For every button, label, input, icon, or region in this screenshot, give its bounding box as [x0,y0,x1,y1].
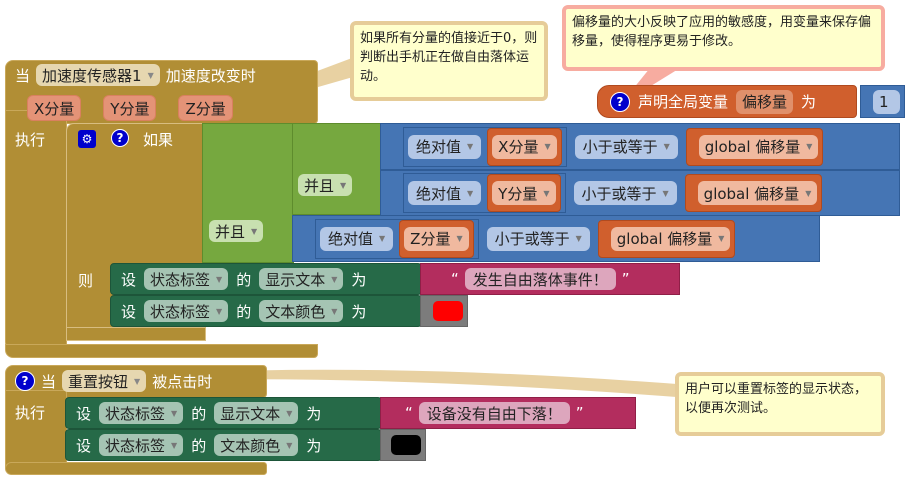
chevron-down-icon: ▼ [340,180,347,190]
then-label: 则 [78,272,94,290]
help-icon[interactable]: ? [610,91,630,112]
compare-op-dropdown[interactable]: 小于或等于▼ [574,134,678,159]
property-dropdown[interactable]: 显示文本▼ [214,402,299,424]
abs-dropdown[interactable]: 绝对值▼ [408,181,482,205]
param-z[interactable]: Z分量 [178,95,233,121]
component-dropdown[interactable]: 加速度传感器1 ▼ [36,64,160,86]
var-z-getter[interactable]: Z分量▼ [404,226,469,251]
set-color-block[interactable]: 设状态标签▼ 的文本颜色▼为 [65,429,382,461]
do-label: 执行 [15,131,46,149]
variable-name-field[interactable]: 偏移量 [736,89,794,114]
if-label: 如果 [143,131,174,149]
component-dropdown[interactable]: 状态标签▼ [99,402,184,424]
number-value[interactable]: 1 [873,90,900,114]
component-dropdown[interactable]: 状态标签▼ [144,268,229,290]
abs-dropdown[interactable]: 绝对值▼ [320,226,394,251]
color-block-red[interactable] [420,295,468,327]
compare-block-y[interactable]: 绝对值▼ Y分量▼ 小于或等于▼ global 偏移量▼ [380,170,900,216]
param-y[interactable]: Y分量 [103,95,157,121]
text-value[interactable]: 发生自由落体事件！ [464,268,616,290]
var-x-getter[interactable]: X分量▼ [492,134,557,159]
when-label: 当 [15,66,31,85]
color-swatch[interactable] [391,435,421,455]
text-block[interactable]: “设备没有自由下落！” [380,397,636,429]
chevron-down-icon: ▼ [251,226,258,236]
and-block-outer[interactable] [202,123,294,263]
global-offset-getter[interactable]: global 偏移量▼ [698,134,819,159]
event-name: 被点击时 [152,372,213,391]
and-dropdown-outer[interactable]: 并且 ▼ [209,220,264,242]
var-y-getter[interactable]: Y分量▼ [492,181,556,205]
component-dropdown[interactable]: 状态标签▼ [99,434,184,456]
component-dropdown[interactable]: 重置按钮▼ [62,370,147,392]
and-label: 并且 [215,222,246,241]
when-label: 当 [41,372,57,391]
global-offset-getter[interactable]: global 偏移量▼ [610,226,731,251]
color-block-black[interactable] [380,429,426,461]
compare-op-dropdown[interactable]: 小于或等于▼ [486,226,590,251]
declare-label: 声明全局变量 [638,93,729,111]
comment-freefall[interactable]: 如果所有分量的值接近于0，则判断出手机正在做自由落体运动。 [350,21,548,101]
param-x[interactable]: X分量 [27,95,82,121]
property-dropdown[interactable]: 文本颜色▼ [214,434,299,456]
comment-offset[interactable]: 偏移量的大小反映了应用的敏感度，用变量来保存偏移量，使得程序更易于修改。 [562,5,885,71]
compare-block-x[interactable]: 绝对值▼ X分量▼ 小于或等于▼ global 偏移量▼ [380,123,900,170]
text-value[interactable]: 设备没有自由下落！ [418,402,570,424]
and-label: 并且 [304,176,335,195]
set-text-block[interactable]: 设状态标签▼ 的显示文本▼为 [65,397,382,429]
set-color-block[interactable]: 设状态标签▼ 的文本颜色▼为 [110,295,422,327]
property-dropdown[interactable]: 文本颜色▼ [259,300,344,322]
event-name: 加速度改变时 [165,66,256,85]
number-block[interactable]: 1 [860,85,905,118]
global-variable-block[interactable]: ? 声明全局变量 偏移量 为 [597,85,857,118]
text-block[interactable]: “发生自由落体事件！” [420,263,680,295]
event-body-bottom [5,462,267,475]
do-label: 执行 [15,404,46,422]
comment-reset[interactable]: 用户可以重置标签的显示状态，以便再次测试。 [675,372,885,436]
if-block-bottom [66,327,206,341]
global-offset-getter[interactable]: global 偏移量▼ [697,181,818,205]
help-icon[interactable]: ? [111,129,129,147]
compare-op-dropdown[interactable]: 小于或等于▼ [573,181,677,205]
and-block-inner[interactable] [292,123,382,215]
to-label: 为 [801,93,817,111]
component-name: 加速度传感器1 [42,66,142,85]
property-dropdown[interactable]: 显示文本▼ [259,268,344,290]
set-text-block[interactable]: 设状态标签▼ 的显示文本▼为 [110,263,422,295]
color-swatch[interactable] [433,301,463,321]
help-icon[interactable]: ? [15,371,35,391]
compare-block-z[interactable]: 绝对值▼ Z分量▼ 小于或等于▼ global 偏移量▼ [292,215,820,262]
abs-dropdown[interactable]: 绝对值▼ [408,134,482,159]
and-dropdown-inner[interactable]: 并且 ▼ [298,174,353,196]
gear-icon[interactable]: ⚙ [78,130,96,148]
event-body-bottom [5,344,318,358]
chevron-down-icon: ▼ [147,70,154,80]
component-dropdown[interactable]: 状态标签▼ [144,300,229,322]
event-body-left [5,390,67,475]
